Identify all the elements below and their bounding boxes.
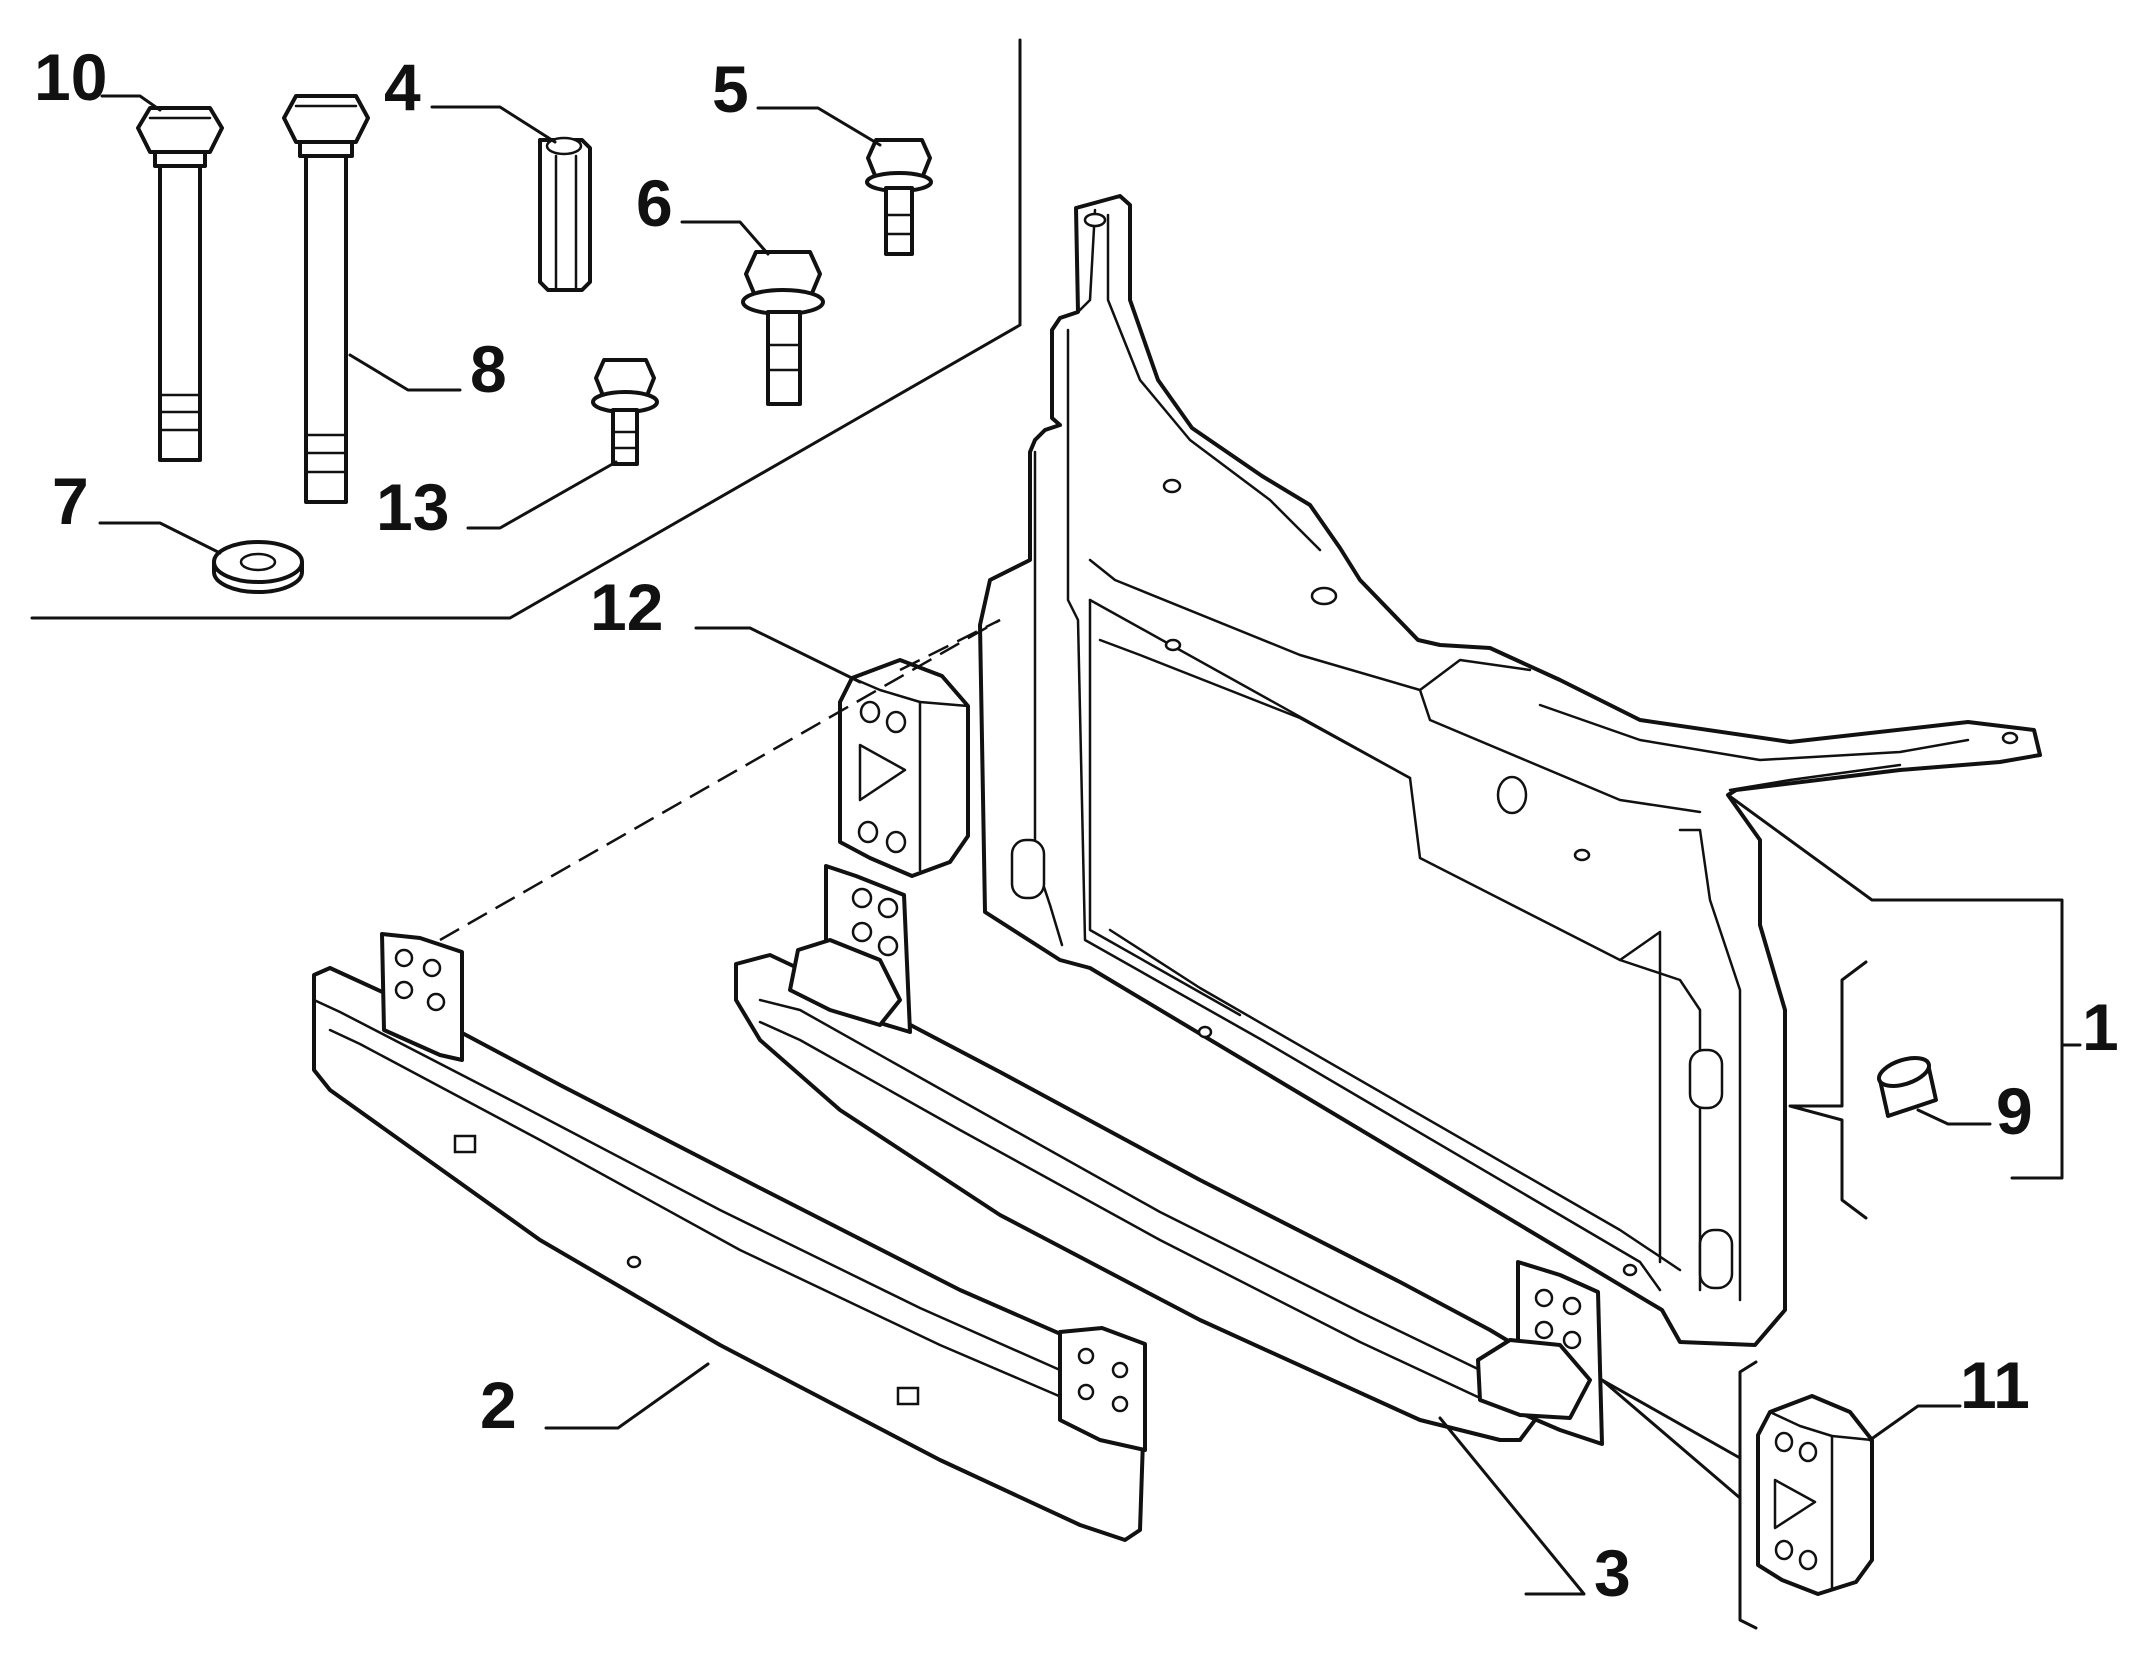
callout-8: 8 [470, 332, 507, 406]
leader-9 [1916, 1108, 1992, 1126]
assembly-dashed-line [439, 618, 1001, 942]
leader-11-guide-2 [1600, 1378, 1742, 1500]
leader-3 [1438, 1416, 1586, 1596]
washer-7-drawing [212, 540, 304, 594]
leader-11-bracket [1738, 1360, 1758, 1630]
leader-9-bracket [1788, 960, 1868, 1220]
bracket-11-drawing [1756, 1394, 1874, 1596]
leader-2 [544, 1362, 710, 1430]
callout-13: 13 [376, 470, 449, 544]
leader-10 [100, 94, 162, 112]
callout-2: 2 [480, 1368, 517, 1442]
assembly-dashed-line-upper [899, 618, 1001, 672]
beam-2-drawing [312, 932, 1147, 1542]
leader-13 [466, 460, 618, 530]
leader-11-guide [1600, 1378, 1742, 1460]
bolt-6-drawing [741, 250, 825, 406]
callout-4: 4 [384, 50, 421, 124]
leader-8 [348, 353, 462, 392]
front-panel-1-drawing [978, 194, 2042, 1347]
leader-4 [430, 105, 557, 144]
callout-3: 3 [1594, 1536, 1631, 1610]
leader-6 [680, 220, 770, 256]
bolt-5-drawing [865, 138, 933, 256]
callout-7: 7 [52, 464, 89, 538]
hardware-kit-boundary [30, 38, 1022, 620]
callout-5: 5 [712, 52, 749, 126]
bolt-13-drawing [591, 358, 659, 466]
callout-9: 9 [1996, 1074, 2033, 1148]
leader-1 [1726, 793, 2064, 1180]
leader-11 [1868, 1404, 1962, 1442]
bush-9-drawing [1876, 1056, 1938, 1118]
callout-10: 10 [34, 40, 107, 114]
callout-1: 1 [2082, 990, 2119, 1064]
callout-12: 12 [590, 570, 663, 644]
callout-6: 6 [636, 166, 673, 240]
spacer-4-drawing [538, 136, 592, 292]
leader-12 [694, 626, 862, 684]
leader-7 [98, 521, 222, 555]
bolt-8-drawing [282, 94, 370, 504]
bracket-12-drawing [838, 658, 970, 878]
callout-11: 11 [1960, 1348, 2030, 1422]
bolt-10-drawing [136, 106, 224, 462]
leader-5 [756, 106, 882, 147]
beam-3-drawing [734, 864, 1604, 1446]
